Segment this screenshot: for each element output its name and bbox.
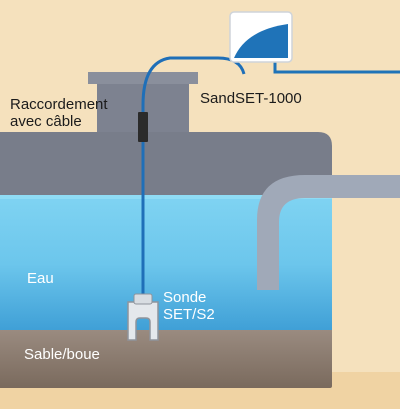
- device-label: SandSET-1000: [200, 90, 302, 107]
- connection-label-line-1: Raccordement: [10, 96, 108, 113]
- probe-label-line-1: Sonde: [163, 289, 207, 306]
- connection-label: Raccordement avec câble: [10, 96, 108, 130]
- sandset-device: [229, 11, 293, 63]
- cable-connector: [138, 112, 148, 142]
- sediment-layer: [0, 330, 332, 388]
- probe-label-line-2: SET/S2: [163, 306, 215, 323]
- inlet-pipe: [257, 175, 400, 290]
- water-label: Eau: [27, 270, 54, 287]
- probe-sensor: [127, 293, 159, 341]
- probe-label: Sonde SET/S2: [163, 289, 215, 323]
- connection-label-line-2: avec câble: [10, 113, 82, 130]
- manhole-rim: [88, 72, 198, 84]
- sediment-label: Sable/boue: [24, 346, 100, 363]
- water-surface: [0, 195, 332, 199]
- data-line: [273, 46, 400, 74]
- probe-cable: [141, 56, 246, 300]
